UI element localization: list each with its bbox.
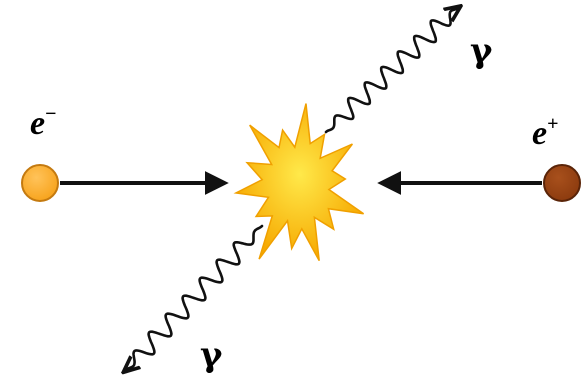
photon-label-lower: γ xyxy=(200,335,223,375)
photon-label-upper: γ xyxy=(470,31,493,71)
positron-label: e+ xyxy=(532,113,559,152)
annihilation-burst-icon xyxy=(233,103,365,262)
electron-label: e− xyxy=(30,103,57,142)
positron-circle xyxy=(543,164,581,202)
electron-circle xyxy=(21,164,59,202)
photon-wave-upper xyxy=(324,8,458,134)
photon-wave-lower xyxy=(126,224,264,370)
